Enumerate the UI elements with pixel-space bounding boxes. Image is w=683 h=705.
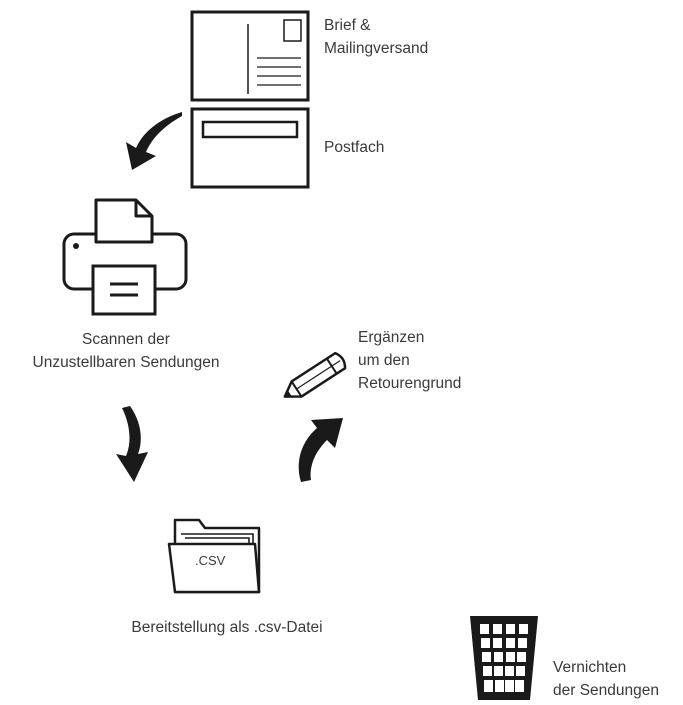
label-scannen: Scannen der Unzustellbaren Sendungen <box>32 331 220 371</box>
curved-arrow-icon <box>116 406 148 482</box>
envelope-icon <box>190 107 310 189</box>
trash-bin-icon <box>470 616 538 700</box>
printer-scanner-icon <box>62 198 188 316</box>
label-vernichten: Vernichten der Sendungen <box>553 659 660 699</box>
label-bereitstellung: Bereitstellung als .csv-Datei <box>131 619 323 636</box>
label-ergaenzen: Ergänzen um den Retourengrund <box>358 329 462 392</box>
postcard-icon <box>190 10 310 102</box>
curved-arrow-icon <box>126 112 182 170</box>
label-postfach: Postfach <box>324 139 385 156</box>
label-brief: Brief & Mailingversand <box>324 17 429 57</box>
folder-icon <box>167 518 261 594</box>
pencil-icon <box>283 351 347 398</box>
folder-csv-label: .CSV <box>195 553 226 568</box>
curved-arrow-icon <box>298 418 343 482</box>
